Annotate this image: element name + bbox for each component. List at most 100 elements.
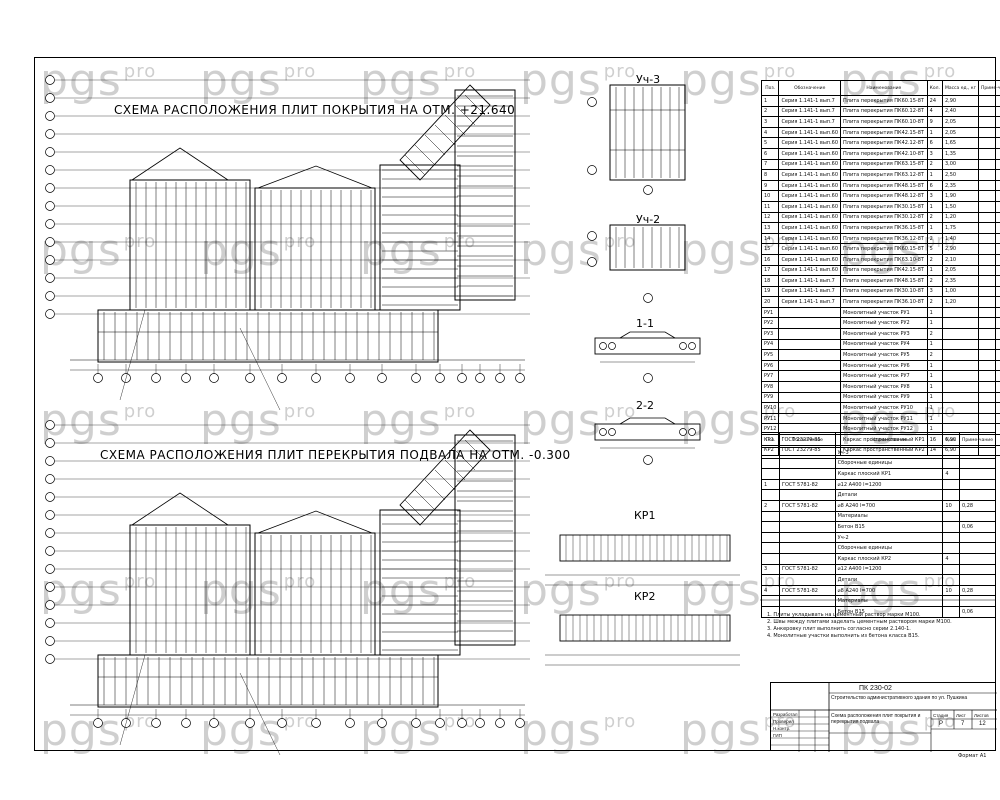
table-cell: 3 [926,190,943,202]
leader-line [239,327,281,411]
axis-bubble [411,718,421,728]
table-cell [778,510,836,523]
axis-bubble [45,255,55,265]
table-cell: 1 [926,317,943,330]
axis-bubble [245,718,255,728]
table-cell [761,574,780,586]
table-cell [958,468,997,480]
table-cell: Сборочные единицы [834,542,944,554]
kr2-label: КР2 [634,590,656,603]
table-cell [977,359,1000,372]
table-cell [977,200,1000,213]
axis-bubble [377,373,387,383]
table-cell: 1,75 [941,222,979,234]
table-cell [761,510,780,523]
axis-bubble [45,438,55,448]
axis-bubble [45,492,55,502]
table-cell: Уч-3 [834,447,944,459]
slab-strip [97,309,439,363]
uch2-detail [609,224,686,271]
axis-bubble [475,718,485,728]
table-cell: Серия 1.141-1 вып.7 [778,296,842,308]
slab-tower [454,89,516,301]
table-cell: 2,40 [941,105,979,118]
slab-joint [464,439,486,461]
axis-bubble [209,373,219,383]
table-cell: РУ4 [760,338,780,351]
stamp-role: ГИП [773,733,782,738]
table-cell: 2 [760,105,780,118]
slab-joint [424,479,446,501]
axis-bubble [181,718,191,728]
slab-joint [434,124,456,146]
table-cell: Монолитный участок РУ6 [840,359,928,372]
table-cell: 1,65 [941,137,979,149]
section-outline [594,337,701,355]
slab-joint [444,114,466,136]
axis-bubble [587,257,597,267]
axis-bubble [151,718,161,728]
slab-joint [414,144,436,166]
table-cell: 1 [926,391,943,404]
table-cell [778,468,836,480]
axis-bubble [457,373,467,383]
note-line: 2. Швы между плитами заделать цементным … [767,619,952,625]
table-cell [977,253,1000,266]
axis-bubble [435,718,445,728]
table-cell: 0,28 [958,584,997,597]
table-header-cell: Наименование [840,80,928,96]
table-cell [941,412,979,425]
axis-bubble [277,373,287,383]
title-block: ПК 230-02 Строительство административног… [770,682,997,752]
axis-bubble [643,455,653,465]
table-cell: 2 [926,296,943,308]
slab-block [129,524,251,656]
table-header-cell: Кол. [942,432,960,448]
sheet-format: Формат А1 [958,753,987,759]
table-cell: 2,90 [941,243,979,255]
table-cell [942,574,960,586]
table-cell: Плита перекрытия ПК36.15-8Т [840,222,928,234]
slab-block [379,509,461,656]
table-cell: 17 [760,264,780,277]
table-cell: 2 [926,328,943,340]
slab-joint [454,449,476,471]
table-cell: 1 [926,200,943,213]
table-cell: 1 [926,412,943,425]
table-cell [941,338,979,351]
cage-outline [559,614,731,642]
table-cell: 3 [760,116,780,128]
table-cell [977,275,1000,287]
table-cell: Плита перекрытия ПК42.10-8Т [840,147,928,160]
note-line: 3. Анкеровку плит выполнить согласно сер… [767,626,911,632]
table-cell: Серия 1.141-1 вып.7 [778,116,842,128]
table-cell: 1 [926,264,943,277]
gable-outline [257,510,373,534]
table-cell: 2 [926,211,943,224]
table-cell: 4 [942,552,960,565]
table-cell [778,349,842,361]
table-cell: 2 [926,275,943,287]
table-cell: Плита перекрытия ПК48.15-8Т [840,179,928,192]
table-header-cell: Масса ед., кг [941,80,979,96]
axis-bubble [377,718,387,728]
axis-bubble [45,75,55,85]
table-cell: 20 [760,296,780,308]
table-cell: Сборочные единицы [834,457,944,470]
table-cell [977,211,1000,224]
hollow-core [679,428,687,436]
table-row: Материалы [761,595,997,607]
